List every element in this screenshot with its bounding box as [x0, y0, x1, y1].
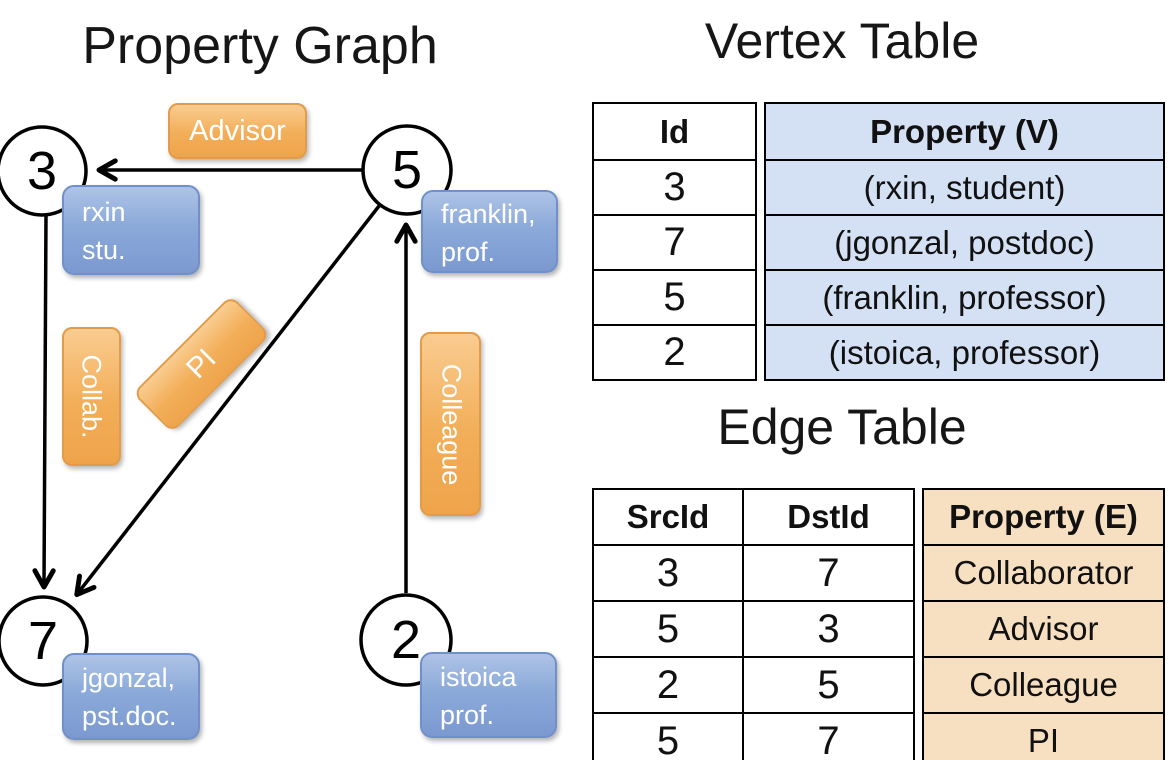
vertex-table-header-id: Id	[592, 102, 757, 161]
edge-pi-arrow	[74, 204, 381, 598]
edge-table-srcid-cell: 5	[592, 600, 744, 658]
edge-label-collab-text: Collab.	[77, 354, 108, 439]
vertex-box-rxin-line1: rxin	[82, 197, 126, 227]
edge-table-dstid-cell: 3	[742, 600, 915, 658]
edge-table-header-srcid: SrcId	[592, 488, 744, 546]
edge-label-pi-text: PI	[180, 342, 223, 385]
edge-table-dstid-cell: 7	[742, 544, 915, 602]
vertex-table-property-cell: (jgonzal, postdoc)	[764, 214, 1165, 271]
vertex-box-jgonzal: jgonzal, pst.doc.	[62, 653, 200, 740]
edge-table-dstid-cell: 5	[742, 656, 915, 714]
edge-table-header-dstid: DstId	[742, 488, 915, 546]
vertex-box-jgonzal-line2: pst.doc.	[82, 701, 177, 731]
vertex-table-property-cell: (istoica, professor)	[764, 324, 1165, 381]
vertex-table-id-cell: 3	[592, 159, 757, 216]
edge-label-advisor-text: Advisor	[189, 114, 286, 147]
vertex-table-title: Vertex Table	[704, 13, 980, 69]
edge-table-property-cell: Collaborator	[922, 544, 1165, 602]
vertex-box-jgonzal-line1: jgonzal,	[82, 663, 176, 693]
vertex-table-property-cell: (rxin, student)	[764, 159, 1165, 216]
edge-table-property-cell: Colleague	[922, 656, 1165, 714]
edge-label-colleague: Colleague	[420, 332, 481, 516]
edge-label-advisor: Advisor	[168, 103, 307, 159]
vertex-box-franklin-line1: franklin,	[441, 199, 536, 229]
edge-collab-arrow	[32, 214, 56, 590]
edge-table-property-column: Property (E) Collaborator Advisor Collea…	[922, 488, 1165, 760]
vertex-table-header-property: Property (V)	[764, 102, 1165, 161]
vertex-box-istoica: istoica prof.	[420, 652, 557, 738]
edge-table-property-cell: Advisor	[922, 600, 1165, 658]
edge-table-header-property: Property (E)	[922, 488, 1165, 546]
edge-label-colleague-text: Colleague	[436, 363, 466, 485]
edge-label-collab: Collab.	[62, 327, 121, 466]
vertex-table-id-cell: 2	[592, 324, 757, 381]
property-graph-title: Property Graph	[82, 17, 438, 75]
vertex-box-istoica-line1: istoica	[440, 662, 517, 692]
edge-table-srcid-cell: 3	[592, 544, 744, 602]
edge-table-srcid-cell: 5	[592, 712, 744, 760]
vertex-table-id-column: Id 3 7 5 2	[592, 102, 757, 381]
edge-table-title: Edge Table	[717, 399, 967, 455]
vertex-box-franklin: franklin, prof.	[421, 190, 558, 273]
vertex-table-property-cell: (franklin, professor)	[764, 269, 1165, 326]
edge-table-dstid-cell: 7	[742, 712, 915, 760]
vertex-table-id-cell: 5	[592, 269, 757, 326]
vertex-box-rxin-line2: stu.	[82, 235, 126, 265]
vertex-table-property-column: Property (V) (rxin, student) (jgonzal, p…	[764, 102, 1165, 381]
vertex-table-id-cell: 7	[592, 214, 757, 271]
edge-table-srcid-cell: 2	[592, 656, 744, 714]
vertex-box-rxin: rxin stu.	[62, 185, 200, 275]
edge-table-id-columns: SrcId DstId 3 7 5 3 2 5 5 7	[592, 488, 915, 760]
vertex-box-istoica-line2: prof.	[440, 700, 495, 730]
edge-table-property-cell: PI	[922, 712, 1165, 760]
vertex-box-franklin-line2: prof.	[441, 237, 496, 267]
